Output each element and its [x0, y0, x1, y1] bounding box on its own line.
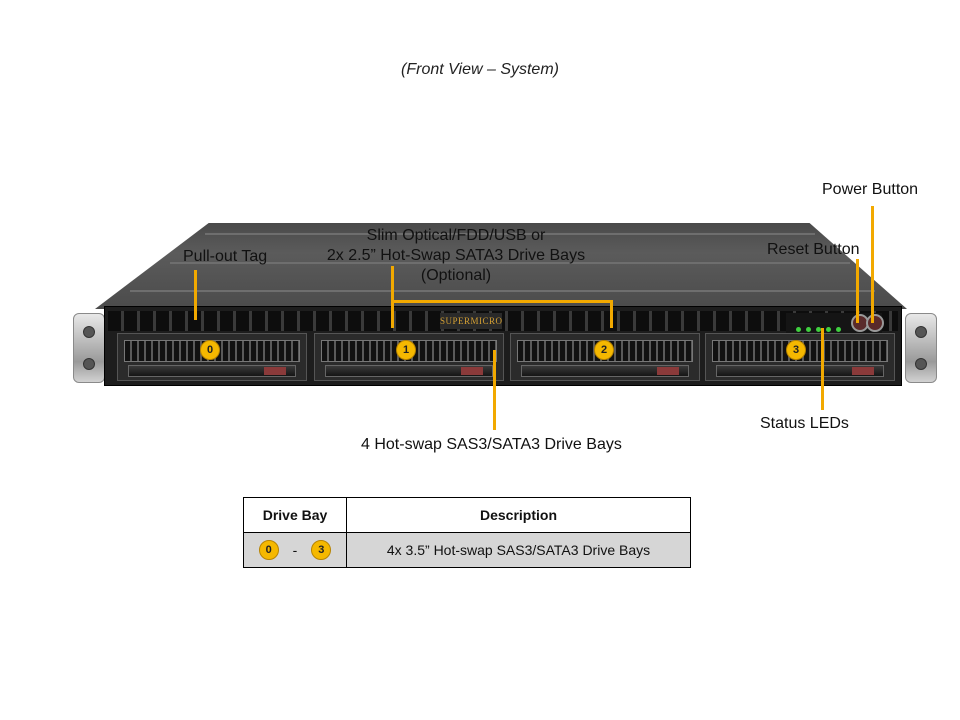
power-button[interactable]: [866, 314, 884, 332]
status-led: [826, 327, 831, 332]
drive-bay-1[interactable]: [314, 333, 504, 381]
drive-bay-0[interactable]: [117, 333, 307, 381]
drive-bay-badge: 1: [396, 340, 416, 360]
brand-logo: SUPERMICRO: [440, 313, 502, 329]
table-header-description: Description: [346, 497, 691, 533]
label-slim-optical-line1: Slim Optical/FDD/USB or: [366, 227, 546, 244]
leader-reset-button: [856, 259, 859, 323]
drive-bay-badge: 2: [594, 340, 614, 360]
leader-hot-swap-bays: [493, 350, 496, 430]
drive-bay-3[interactable]: [705, 333, 895, 381]
drive-bay-badge: 3: [311, 540, 332, 560]
figure-caption: (Front View – System): [401, 61, 559, 78]
chassis-rib: [130, 290, 875, 292]
label-slim-optical-line2: 2x 2.5” Hot-Swap SATA3 Drive Bays: [326, 247, 586, 264]
front-vent: [108, 311, 898, 331]
rack-ear-left: [73, 313, 105, 383]
label-status-leds: Status LEDs: [760, 415, 849, 432]
leader-slim-bracket: [391, 300, 613, 303]
label-reset-button: Reset Button: [767, 241, 860, 258]
range-separator: -: [292, 542, 298, 558]
drive-bay-badge: 3: [786, 340, 806, 360]
leader-power-button: [871, 206, 874, 323]
reset-button[interactable]: [851, 314, 869, 332]
table-header-drive-bay: Drive Bay: [243, 497, 347, 533]
leader-slim-left: [391, 266, 394, 328]
leader-slim-right: [610, 300, 613, 328]
status-led: [796, 327, 801, 332]
drive-bay-table: Drive Bay Description 0-3 4x 3.5” Hot-sw…: [243, 497, 691, 568]
drive-bay-2[interactable]: [510, 333, 700, 381]
label-hot-swap-bays: 4 Hot-swap SAS3/SATA3 Drive Bays: [361, 436, 622, 453]
label-pull-out-tag: Pull-out Tag: [183, 248, 268, 265]
drive-bay-badge: 0: [200, 340, 220, 360]
label-slim-optical-line3: (Optional): [420, 267, 492, 284]
status-led: [836, 327, 841, 332]
table-cell-drive-bay: 0-3: [243, 532, 347, 568]
leader-status-leds: [821, 328, 824, 410]
label-power-button: Power Button: [822, 181, 919, 198]
table-row: 0-3 4x 3.5” Hot-swap SAS3/SATA3 Drive Ba…: [243, 532, 691, 568]
control-panel: [786, 313, 882, 333]
chassis-front-panel: [104, 306, 902, 386]
rack-ear-right: [905, 313, 937, 383]
table-cell-description: 4x 3.5” Hot-swap SAS3/SATA3 Drive Bays: [346, 532, 691, 568]
drive-bay-badge: 0: [258, 540, 279, 560]
leader-pull-out-tag: [194, 270, 197, 320]
status-led: [806, 327, 811, 332]
